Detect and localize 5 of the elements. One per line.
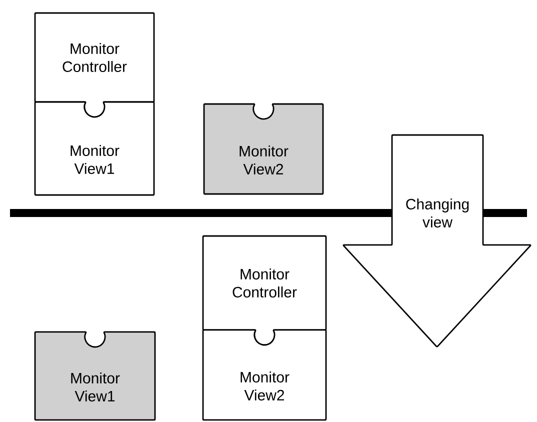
view-piece: Monitor View2	[203, 103, 324, 195]
view-piece: Monitor View1	[34, 101, 155, 196]
view-piece: Monitor View1	[34, 331, 156, 421]
node-label: Changing view	[406, 198, 469, 228]
view-piece: Monitor View2	[202, 329, 327, 421]
